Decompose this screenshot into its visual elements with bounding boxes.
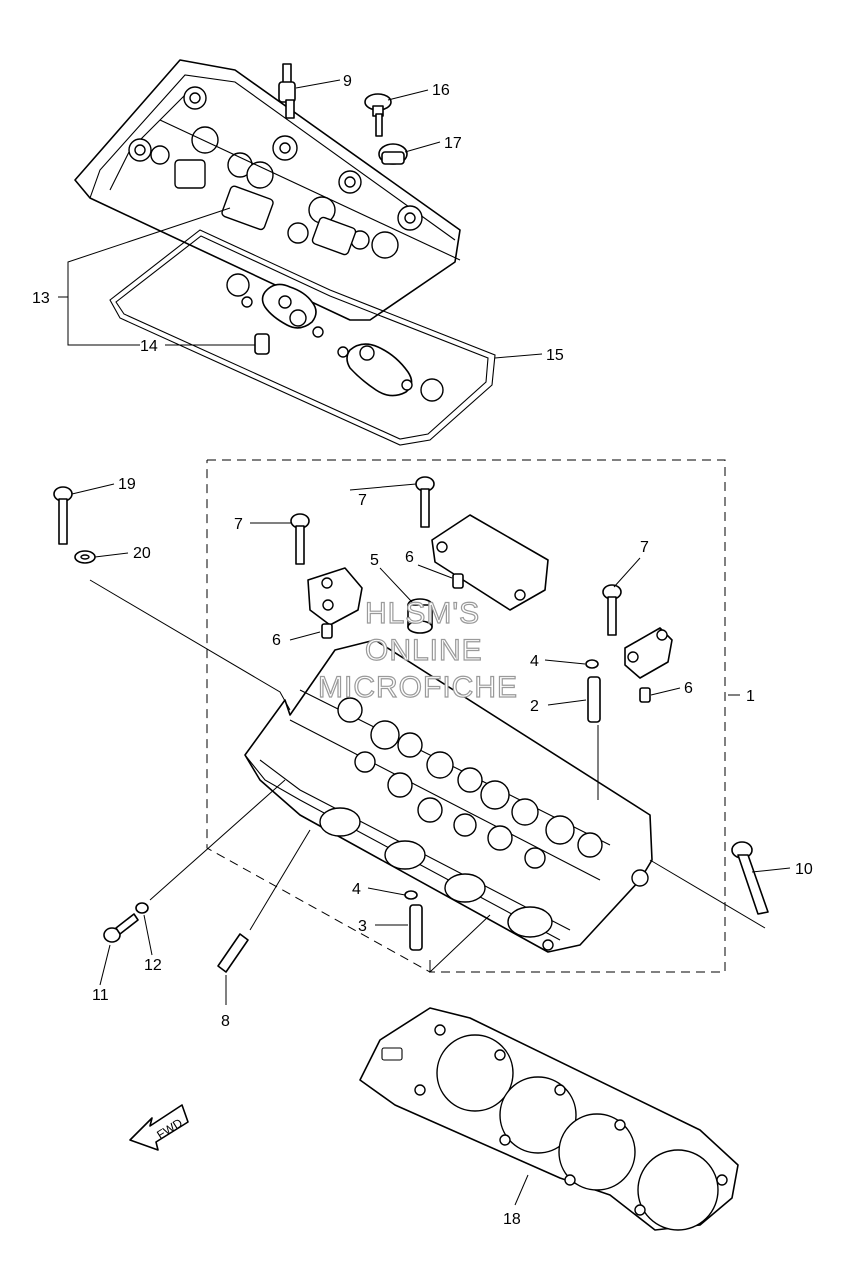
- valve-guide-exhaust[interactable]: [409, 904, 423, 951]
- cover-grommet[interactable]: [378, 143, 408, 165]
- dowel-pin-a[interactable]: [321, 623, 333, 639]
- oil-bolt[interactable]: [53, 486, 73, 545]
- callout-9: 9: [343, 73, 352, 90]
- watermark-line-2: ONLINE: [365, 634, 483, 667]
- callout-3: 3: [358, 918, 367, 935]
- cover-gasket[interactable]: [109, 229, 496, 446]
- watermark: HLSM'S ONLINE MICROFICHE: [317, 596, 518, 704]
- dowel-pin-c[interactable]: [639, 687, 651, 703]
- callout-2: 2: [530, 698, 539, 715]
- cylinder-head[interactable]: [244, 639, 653, 953]
- callout-6-a: 6: [272, 632, 281, 649]
- callout-1: 1: [746, 688, 755, 705]
- callout-12: 12: [144, 957, 162, 974]
- side-bolt[interactable]: [103, 913, 139, 943]
- watermark-line-3: MICROFICHE: [318, 671, 518, 704]
- head-bolt[interactable]: [731, 841, 769, 915]
- callout-20: 20: [133, 545, 151, 562]
- forward-direction-indicator: FWD: [129, 1104, 189, 1151]
- stud-bolt[interactable]: [217, 933, 249, 973]
- callout-6-c: 6: [684, 680, 693, 697]
- oil-washer[interactable]: [74, 550, 96, 564]
- cylinder-head-gasket[interactable]: [359, 1007, 739, 1231]
- callout-18: 18: [503, 1211, 521, 1228]
- callout-4-a: 4: [530, 653, 539, 670]
- cylinder-head-group-outline: [206, 459, 726, 973]
- callout-8: 8: [221, 1013, 230, 1030]
- callout-7-c: 7: [640, 539, 649, 556]
- cover-dowel[interactable]: [254, 333, 270, 355]
- sensor-plug[interactable]: [278, 63, 296, 119]
- camshaft-cap-left[interactable]: [307, 567, 363, 626]
- dowel-pin-b[interactable]: [452, 573, 464, 589]
- callout-7-a: 7: [234, 516, 243, 533]
- side-washer[interactable]: [135, 902, 149, 914]
- cam-cap-bolt-c[interactable]: [602, 584, 622, 636]
- callout-6-b: 6: [405, 549, 414, 566]
- callout-7-b: 7: [358, 492, 367, 509]
- callout-13: 13: [32, 290, 50, 307]
- cover-bolt[interactable]: [364, 93, 392, 137]
- circlip-a[interactable]: [585, 659, 599, 669]
- valve-guide-intake[interactable]: [587, 676, 601, 723]
- camshaft-cap-center[interactable]: [431, 514, 549, 611]
- cam-cap-bolt-b[interactable]: [415, 476, 435, 528]
- valve-plug[interactable]: [407, 598, 433, 634]
- camshaft-cap-right[interactable]: [624, 627, 673, 679]
- cam-cap-bolt-a[interactable]: [290, 513, 310, 565]
- cylinder-head-cover[interactable]: [74, 59, 461, 321]
- circlip-b[interactable]: [404, 890, 418, 900]
- callout-5: 5: [370, 552, 379, 569]
- callout-16: 16: [432, 82, 450, 99]
- plug-hole-seals[interactable]: [226, 273, 444, 402]
- callout-15: 15: [546, 347, 564, 364]
- leader-lines: [58, 79, 791, 1206]
- callout-19: 19: [118, 476, 136, 493]
- callout-11: 11: [92, 987, 109, 1004]
- callout-labels: 9 16 17 13 14 15 19 20 7 7 7 5 6 6 4 6 1…: [32, 73, 813, 1228]
- watermark-line-1: HLSM'S: [365, 597, 480, 630]
- callout-14: 14: [140, 338, 158, 355]
- callout-4-b: 4: [352, 881, 361, 898]
- callout-10: 10: [795, 861, 813, 878]
- callout-17: 17: [444, 135, 462, 152]
